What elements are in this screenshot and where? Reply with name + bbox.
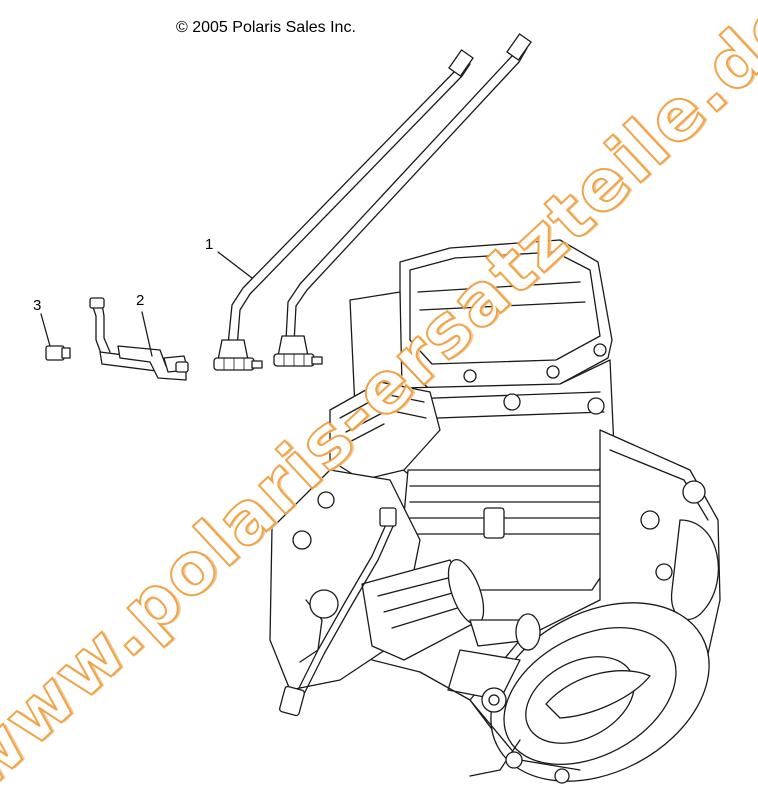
injector-right: [273, 335, 323, 367]
callout-2: 2: [136, 292, 145, 309]
engine-assembly: [269, 239, 721, 784]
part-1-fuel-lines: [213, 33, 532, 371]
copyright-text: © 2005 Polaris Sales Inc.: [176, 19, 356, 36]
part-2-fuel-rail: [89, 297, 189, 381]
part-3-bolt: [40, 313, 71, 361]
injector-left: [213, 339, 263, 371]
callout-3: 3: [33, 297, 42, 314]
engine-exploded-diagram: [40, 33, 721, 784]
callout-1: 1: [205, 236, 214, 253]
